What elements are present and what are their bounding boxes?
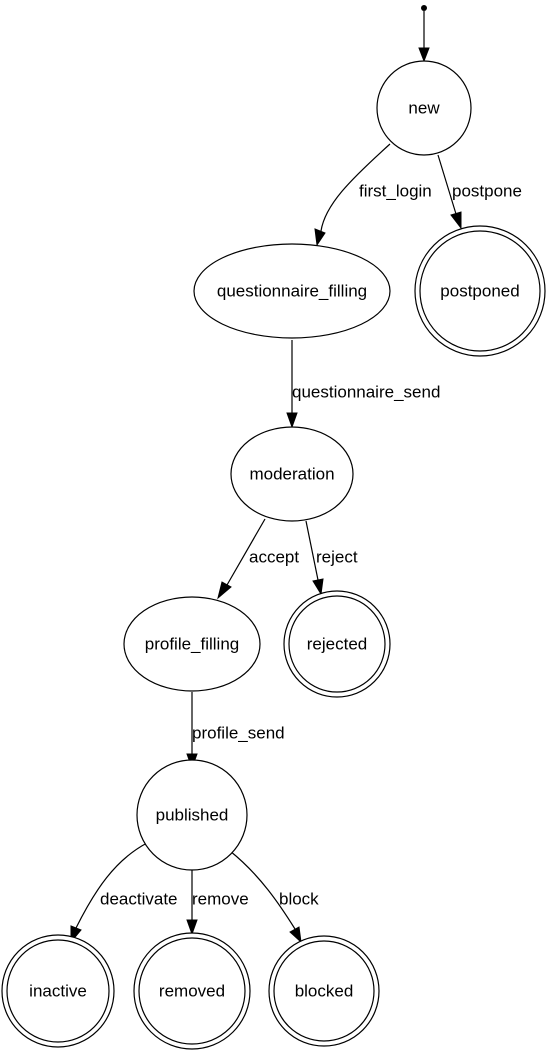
edge-label-remove: remove (192, 890, 249, 909)
edge-reject-arrowhead (312, 578, 324, 596)
edge-accept (226, 518, 266, 586)
edge-label-postpone: postpone (452, 182, 522, 201)
edge-first-login-arrowhead (314, 228, 326, 247)
state-label-inactive: inactive (29, 982, 87, 1001)
state-moderation: moderation (230, 426, 354, 522)
edge-block-arrowhead (289, 926, 302, 944)
state-label-blocked: blocked (295, 982, 354, 1001)
state-label-published: published (156, 806, 229, 825)
state-postponed: postponed (414, 225, 546, 357)
edge-questionnaire-send-arrowhead (286, 412, 298, 429)
edge-first-login (320, 143, 391, 232)
edge-deactivate (75, 842, 148, 929)
edge-accept-arrowhead (217, 581, 232, 600)
initial-transition-arrowhead (418, 47, 430, 63)
state-label-postponed: postponed (440, 282, 519, 301)
state-profile-filling: profile_filling (123, 596, 261, 692)
edge-label-reject: reject (316, 548, 358, 567)
initial-state-dot (421, 5, 427, 11)
edge-label-deactivate: deactivate (100, 890, 178, 909)
edge-postpone-arrowhead (450, 211, 462, 230)
state-label-questionnaire-filling: questionnaire_filling (217, 282, 367, 301)
state-questionnaire-filling: questionnaire_filling (193, 243, 391, 339)
edge-label-profile-send: profile_send (192, 724, 285, 743)
edge-label-questionnaire-send: questionnaire_send (292, 383, 440, 402)
edge-reject (305, 520, 319, 581)
state-label-moderation: moderation (249, 465, 334, 484)
edge-label-block: block (279, 890, 319, 909)
state-published: published (136, 759, 248, 871)
state-rejected: rejected (283, 590, 391, 698)
state-label-new: new (408, 99, 440, 118)
state-blocked: blocked (268, 935, 380, 1047)
state-removed: removed (133, 932, 251, 1050)
state-label-removed: removed (159, 982, 225, 1001)
edge-label-first-login: first_login (359, 182, 432, 201)
state-label-rejected: rejected (307, 635, 367, 654)
edge-postpone (437, 154, 457, 215)
state-label-profile-filling: profile_filling (145, 635, 240, 654)
state-new: new (376, 60, 472, 156)
edge-block (229, 850, 296, 930)
edge-label-accept: accept (249, 548, 299, 567)
state-inactive: inactive (1, 934, 115, 1048)
edge-remove-arrowhead (186, 919, 198, 936)
